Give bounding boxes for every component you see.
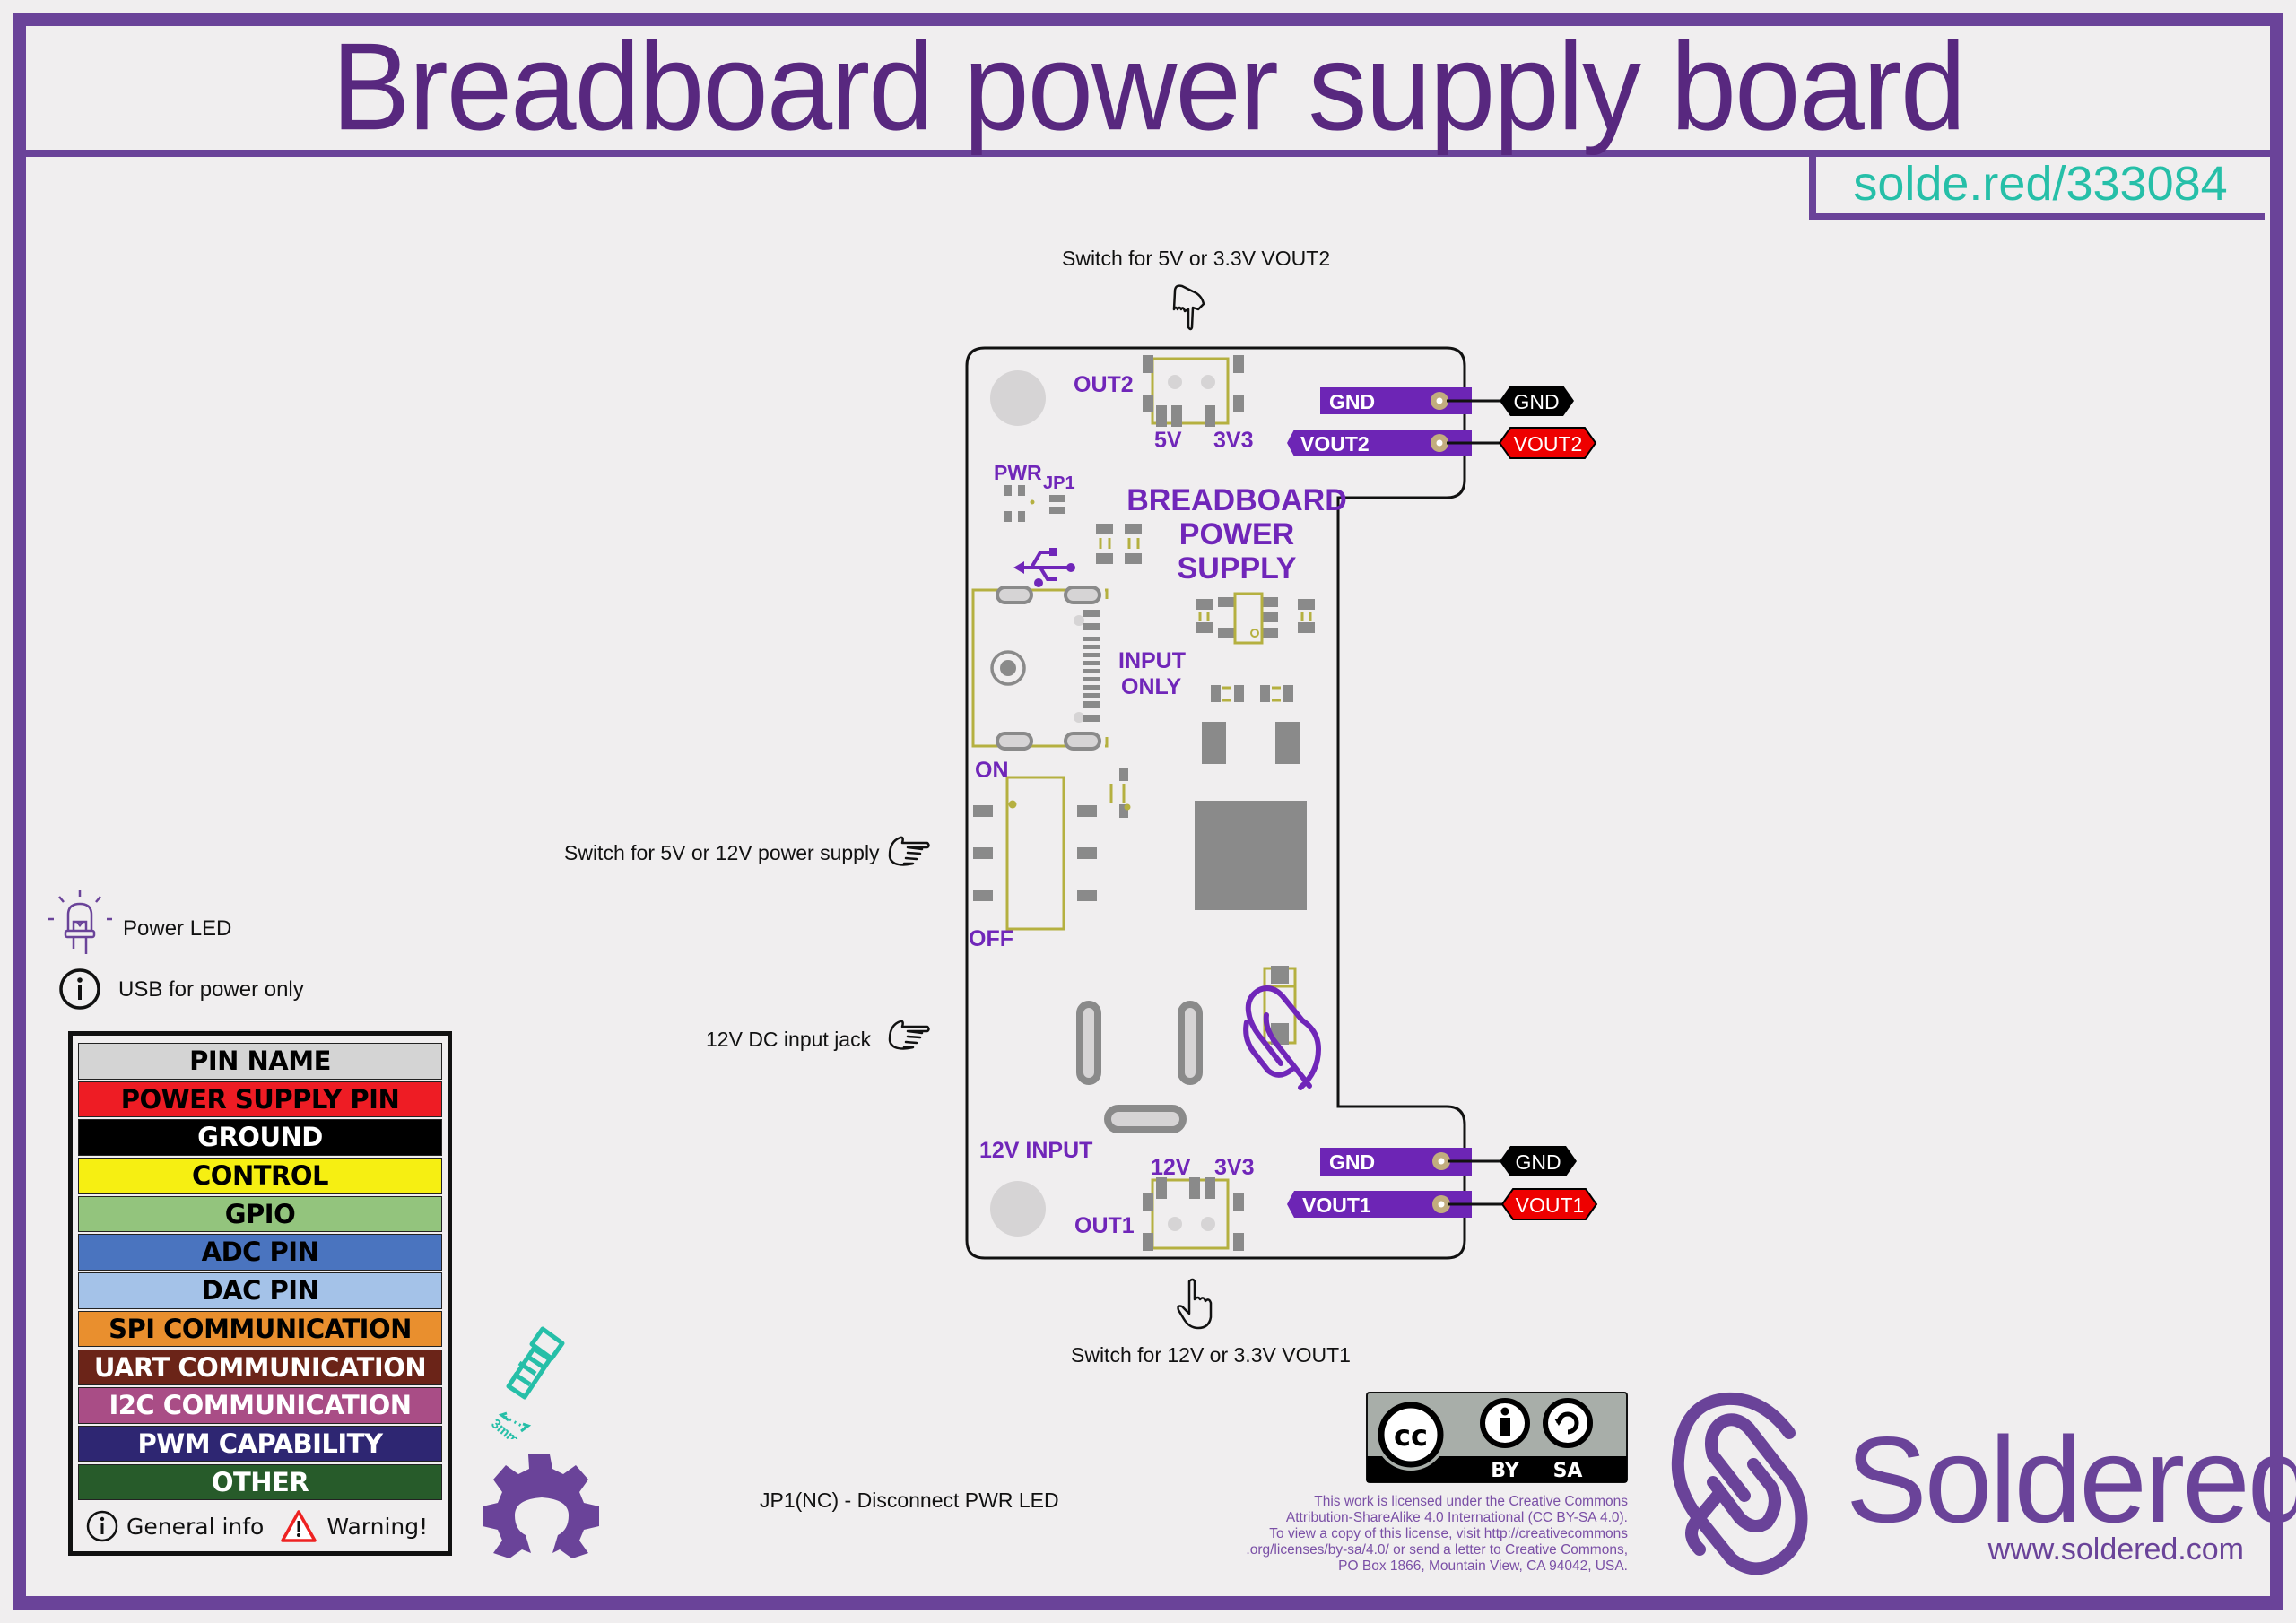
label-12v-input: 12V INPUT [979, 1138, 1092, 1163]
pin-color-row: ADC PIN [78, 1234, 442, 1271]
label-out2: OUT2 [1074, 372, 1134, 397]
license-line: Attribution-ShareAlike 4.0 International… [1285, 1510, 1628, 1525]
usb-connector [971, 586, 1109, 751]
license-line: PO Box 1866, Mountain View, CA 94042, US… [1338, 1558, 1628, 1574]
board-title-line: POWER [1179, 517, 1294, 551]
out2-switch [1143, 355, 1244, 427]
soldered-logo-icon [1671, 1392, 1808, 1575]
general-info-label: General info [126, 1513, 265, 1540]
license-text: This work is licensed under the Creative… [1184, 1494, 1628, 1575]
top-switch-note: Switch for 5V or 3.3V VOUT2 [1062, 247, 1331, 270]
info-icon [59, 968, 100, 1010]
pin-color-row: GROUND [78, 1119, 442, 1156]
label-5v: 5V [1154, 428, 1182, 453]
pin-color-row: DAC PIN [78, 1272, 442, 1309]
label-on: ON [975, 758, 1009, 783]
power-switch-note: Switch for 5V or 12V power supply [564, 841, 880, 864]
pin-tag: VOUT1 [1516, 1193, 1585, 1217]
open-hardware-icon [483, 1454, 599, 1558]
bottom-switch-note: Switch for 12V or 3.3V VOUT1 [1071, 1343, 1351, 1367]
brand-url[interactable]: www.soldered.com [1987, 1532, 2244, 1567]
pin-vout1[interactable]: VOUT1 VOUT1 [1287, 1188, 1598, 1220]
cc-license-badge[interactable]: cc BY SA [1366, 1392, 1628, 1483]
label-out1: OUT1 [1074, 1213, 1135, 1238]
jumper-note: JP1(NC) - Disconnect PWR LED [760, 1488, 1059, 1512]
mounting-hole [990, 1181, 1046, 1237]
poster-frame [13, 13, 2283, 1610]
info-icon [86, 1510, 118, 1542]
pointing-hand-right-icon [888, 836, 930, 866]
sku-link-box[interactable]: solde.red/333084 [1809, 155, 2265, 220]
pin-color-row: UART COMMUNICATION [78, 1349, 442, 1385]
label-jp1: JP1 [1043, 473, 1075, 493]
pin-gnd-top[interactable]: GND GND [1320, 386, 1574, 416]
pin-color-row: OTHER [78, 1463, 442, 1501]
dc-jack-note: 12V DC input jack [706, 1028, 872, 1051]
pin-label: VOUT2 [1300, 432, 1370, 456]
pin-color-row: CONTROL [78, 1158, 442, 1194]
label-pwr: PWR [994, 461, 1042, 484]
pin-vout2[interactable]: VOUT2 VOUT2 [1287, 427, 1597, 459]
pin-table-footer: General info Warning! [82, 1508, 442, 1544]
pin-tag: VOUT2 [1514, 432, 1583, 456]
license-line: This work is licensed under the Creative… [1314, 1494, 1628, 1509]
license-line: .org/licenses/by-sa/4.0/ or send a lette… [1246, 1542, 1628, 1558]
sku-link[interactable]: solde.red/333084 [1853, 157, 2228, 211]
pin-label: GND [1329, 390, 1375, 413]
soldered-board-logo [1243, 985, 1322, 1090]
legend-label: USB for power only [118, 977, 304, 1002]
pin-color-row: I2C COMMUNICATION [78, 1387, 442, 1424]
pin-label: VOUT1 [1302, 1193, 1371, 1217]
cc-mark: cc [1394, 1419, 1428, 1453]
board-title-line: BREADBOARD [1126, 483, 1347, 517]
pin-color-row: POWER SUPPLY PIN [78, 1081, 442, 1118]
pin-color-row: GPIO [78, 1195, 442, 1233]
warning-label: Warning! [326, 1513, 429, 1540]
label-input: INPUT [1118, 648, 1186, 673]
power-switch [973, 776, 1097, 931]
license-line: To view a copy of this license, visit ht… [1269, 1526, 1628, 1541]
usb-icon [1013, 548, 1075, 587]
page-title: Breadboard power supply board [331, 17, 1967, 156]
board-title-line: SUPPLY [1178, 551, 1297, 586]
legend-label: Power LED [123, 916, 232, 941]
mounting-hole [990, 370, 1046, 426]
label-3v3-bottom: 3V3 [1214, 1155, 1254, 1180]
pin-gnd-bottom[interactable]: GND GND [1320, 1146, 1577, 1176]
pointing-hand-up-icon [1177, 1278, 1213, 1330]
title-divider [26, 150, 2270, 157]
label-3v3-top: 3V3 [1213, 428, 1253, 453]
cc-sa-label: SA [1553, 1460, 1583, 1482]
dc-jack [1076, 1001, 1203, 1133]
led-icon [48, 890, 112, 954]
pin-tag: GND [1515, 1150, 1561, 1174]
pin-color-row: SPI COMMUNICATION [78, 1310, 442, 1348]
pin-color-row: PIN NAME [78, 1043, 442, 1080]
pointing-hand-right-icon [888, 1020, 930, 1050]
warning-icon [281, 1510, 317, 1542]
label-12v: 12V [1151, 1155, 1191, 1180]
screw-icon: 3mm [489, 1326, 565, 1439]
pointing-hand-down-icon [1172, 284, 1205, 331]
pin-label: GND [1329, 1150, 1375, 1174]
label-off: OFF [969, 926, 1013, 951]
brand-name: Soldered [1846, 1411, 2296, 1548]
pin-tag: GND [1513, 390, 1559, 413]
pin-color-row: PWM CAPABILITY [78, 1425, 442, 1462]
out1-switch [1143, 1177, 1244, 1251]
label-only: ONLY [1121, 674, 1181, 699]
cc-by-label: BY [1491, 1460, 1520, 1482]
